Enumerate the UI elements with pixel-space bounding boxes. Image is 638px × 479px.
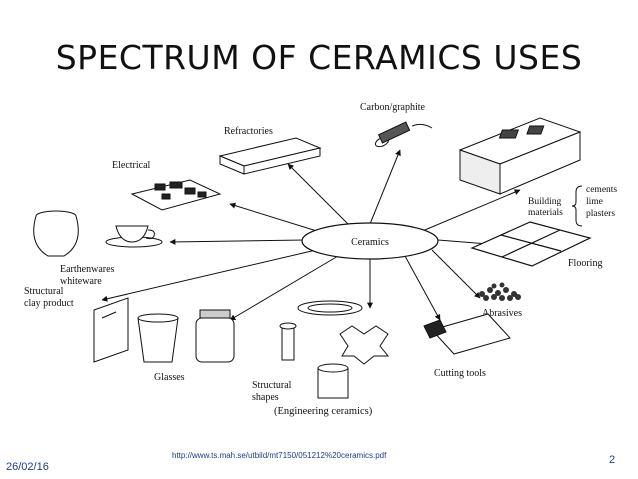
label-cutting-tools: Cutting tools <box>434 368 486 379</box>
label-earthenwares: Earthenwares <box>60 264 115 275</box>
label-structural-clay-1: Structural <box>24 286 64 297</box>
center-ellipse <box>301 222 439 260</box>
slide-title: SPECTRUM OF CERAMICS USES <box>55 38 583 77</box>
label-refractories: Refractories <box>224 126 273 137</box>
label-flooring: Flooring <box>568 258 602 269</box>
arrow-glasses <box>229 255 339 321</box>
arrow-refractories <box>287 163 351 227</box>
label-building-1: Building <box>528 197 562 207</box>
arrow-building <box>419 189 521 233</box>
label-building-2: materials <box>528 208 563 218</box>
arrow-earthenwares <box>169 238 306 245</box>
abrasives-illustration <box>479 282 521 301</box>
label-electrical: Electrical <box>112 160 151 171</box>
arrow-carbon <box>369 149 401 225</box>
glasses-illustration <box>93 297 235 363</box>
arrow-abrasives <box>431 249 481 299</box>
source-url[interactable]: http://www.ts.mah.se/utbild/mt7150/05121… <box>172 451 387 460</box>
slide-date: 26/02/16 <box>6 461 49 473</box>
cutting-tool-illustration <box>423 313 511 355</box>
building-block-illustration <box>458 117 582 195</box>
label-lime: lime <box>586 197 603 207</box>
label-glasses: Glasses <box>154 372 185 383</box>
ceramics-diagram: Ceramics Refractories Carbon/graphite El… <box>24 102 617 417</box>
arrow-structural-clay <box>101 249 317 302</box>
label-engineering: (Engineering ceramics) <box>274 406 373 417</box>
label-whiteware: whiteware <box>60 276 102 287</box>
engineering-shapes-illustration <box>279 300 390 399</box>
page-number: 2 <box>609 454 616 466</box>
label-carbon: Carbon/graphite <box>360 102 426 113</box>
carbon-illustration <box>374 121 433 148</box>
earthenware-illustration <box>33 210 163 257</box>
arrow-cutting-tools <box>404 255 441 321</box>
label-structural-shapes-1: Structural <box>252 380 292 391</box>
label-abrasives: Abrasives <box>482 308 522 319</box>
arrow-electrical <box>229 202 321 233</box>
label-structural-clay-2: clay product <box>24 298 74 309</box>
center-label: Ceramics <box>351 237 389 248</box>
flooring-illustration <box>470 221 592 267</box>
label-structural-shapes-2: shapes <box>252 392 279 403</box>
electrical-illustration <box>130 179 222 211</box>
refractories-illustration <box>218 137 322 175</box>
label-plasters: plasters <box>586 209 615 219</box>
building-brace <box>571 185 583 227</box>
label-cements: cements <box>586 185 617 195</box>
